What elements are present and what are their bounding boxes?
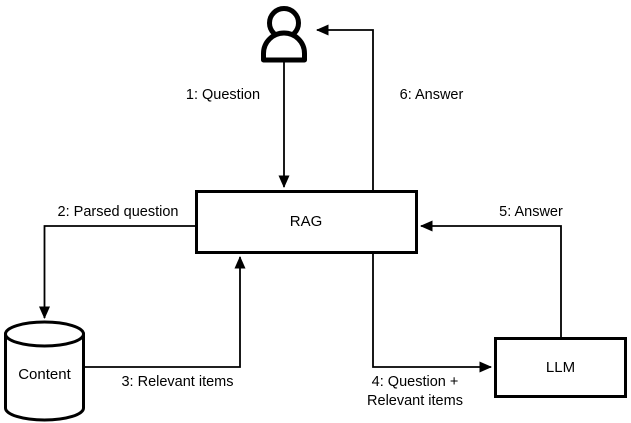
rag-node-label: RAG <box>289 213 323 230</box>
edge-label-1-question: 1: Question <box>185 87 261 103</box>
llm-node-box[interactable] <box>494 337 627 398</box>
edge-label-4-line-1: 4: Question + <box>371 374 459 390</box>
edge-label-4-line-2: Relevant items <box>367 392 463 409</box>
person-icon <box>261 6 307 63</box>
edge-6-answer-line <box>315 24 374 191</box>
content-node-cylinder[interactable] <box>4 320 85 422</box>
edge-4-question-relevant-items-line <box>372 252 493 373</box>
edge-label-2-parsed-question: 2: Parsed question <box>57 204 179 220</box>
edge-2-parsed-question-line <box>38 225 196 320</box>
edge-3-relevant-items-line <box>84 255 246 368</box>
rag-node-box[interactable] <box>195 190 418 254</box>
llm-node-label: LLM <box>545 359 576 376</box>
edge-5-answer-line <box>419 220 562 338</box>
edge-label-5-answer: 5: Answer <box>499 204 563 220</box>
edge-label-3-relevant-items: 3: Relevant items <box>121 374 234 390</box>
edge-label-6-answer: 6: Answer <box>399 87 464 103</box>
content-node-label: Content <box>18 366 71 383</box>
edge-label-4-question-relevant-items: 4: Question + Relevant items <box>345 373 485 411</box>
